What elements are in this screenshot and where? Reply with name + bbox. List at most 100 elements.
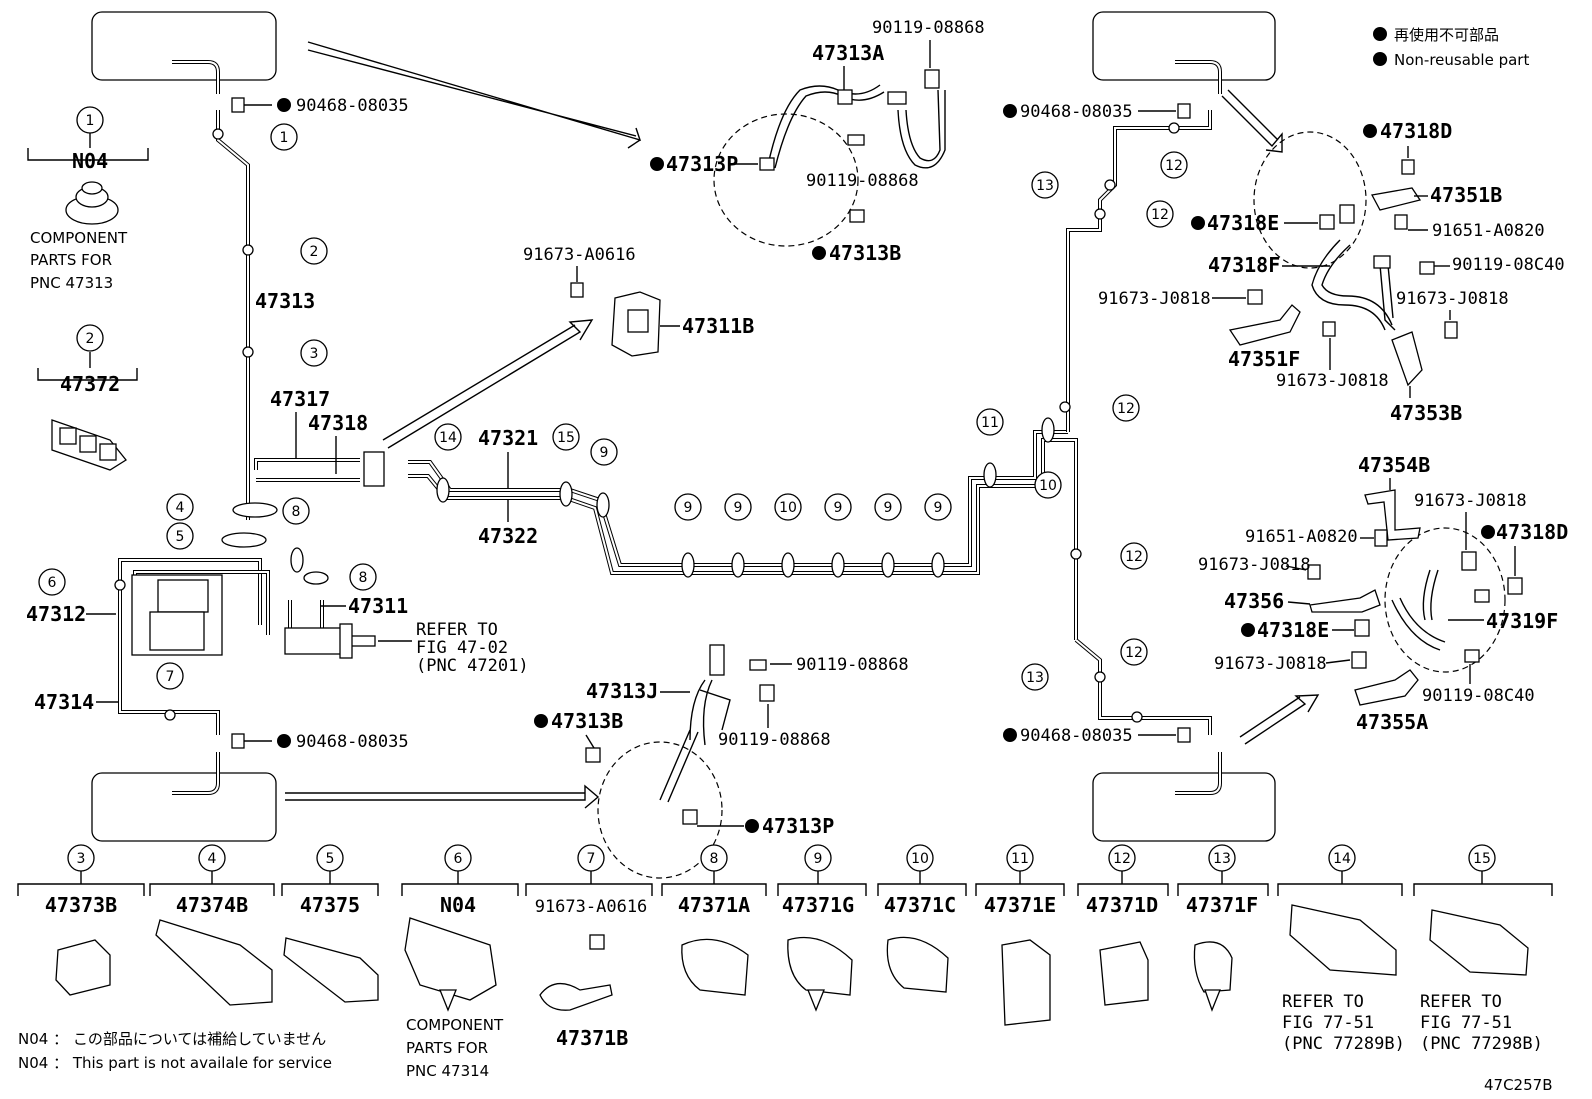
callout-12-24-number: 12 (1151, 207, 1169, 223)
label-90119-d: 90119-08868 (718, 730, 831, 750)
label-91673-J0818-rb-c: 91673-J0818 (1214, 654, 1327, 674)
bottom-callout-14-number: 14 (1333, 851, 1351, 867)
label-47354B: 47354B (1358, 453, 1430, 477)
bottom-callout-5-number: 5 (326, 851, 335, 867)
callout-5-6-number: 5 (176, 529, 185, 545)
legend-ja: 再使用不可部品 (1394, 26, 1499, 44)
label-47355A: 47355A (1356, 710, 1428, 734)
callout-9-13-number: 9 (600, 445, 609, 461)
label-47318F: 47318F (1208, 253, 1280, 277)
non-reusable-dot-icon (1003, 104, 1017, 118)
bottom-callout-9-number: 9 (814, 851, 823, 867)
labels: N04 COMPONENT PARTS FOR PNC 47313 47372 … (18, 18, 1568, 1094)
label-47351B: 47351B (1430, 183, 1502, 207)
callout-12-25: 12 (1160, 151, 1188, 179)
label-n04-top: N04 (72, 149, 108, 173)
bottom-part-11: 47371E (984, 893, 1056, 917)
label-47312: 47312 (26, 602, 86, 626)
label-component-c: PNC 47313 (30, 274, 113, 292)
pointer-arrows (285, 41, 1320, 809)
callout-15-12: 15 (552, 423, 580, 451)
legend: 再使用不可部品 Non-reusable part (1373, 26, 1529, 69)
wheel-box-front-left (91, 11, 277, 94)
label-47318: 47318 (308, 411, 368, 435)
bottom-callout-4-number: 4 (208, 851, 217, 867)
callout-12-27-number: 12 (1125, 645, 1143, 661)
label-47313B-bottom: 47313B (551, 709, 623, 733)
callout-4-5-number: 4 (176, 500, 185, 516)
label-90468-tl: 90468-08035 (296, 96, 409, 116)
label-47319F: 47319F (1486, 609, 1558, 633)
label-component-47314-a: COMPONENT (406, 1016, 504, 1034)
detail-circles (597, 113, 1506, 879)
line-clamps (114, 122, 1180, 723)
bottom-callout-13: 13 (1208, 844, 1236, 872)
bottom-callout-8-number: 8 (710, 851, 719, 867)
label-ref14-c: (PNC 77289B) (1282, 1034, 1405, 1054)
callout-8-10: 8 (349, 563, 377, 591)
bottom-part-8: 47371A (678, 893, 750, 917)
note-n04-en: N04 ： This part is not availale for serv… (18, 1054, 332, 1072)
label-ref14-b: FIG 77-51 (1282, 1013, 1374, 1033)
label-47311: 47311 (348, 594, 408, 618)
non-reusable-dot-icon (650, 157, 664, 171)
bottom-part-5: 47375 (300, 893, 360, 917)
bottom-part-9: 47371G (782, 893, 854, 917)
brake-line-front-right (1066, 110, 1212, 432)
bottom-part-13: 47371F (1186, 893, 1258, 917)
brake-line-rear-right (1074, 638, 1212, 735)
non-reusable-dot-icon (1373, 27, 1387, 41)
callout-13-23: 13 (1031, 171, 1059, 199)
union-fitting (363, 451, 385, 487)
grommet-n04-picture (65, 181, 119, 225)
assembly-right-top (1228, 159, 1458, 387)
label-91673-A0616-top: 91673-A0616 (523, 245, 636, 265)
non-reusable-dot-icon (1003, 728, 1017, 742)
bottom-row-pictures (55, 904, 1529, 1026)
wheel-box-rear-left (91, 752, 277, 842)
bottom-callout-3: 3 (67, 844, 95, 872)
label-47313: 47313 (255, 289, 315, 313)
callout-4-5: 4 (166, 493, 194, 521)
label-47371B: 47371B (556, 1026, 628, 1050)
label-ref15-a: REFER TO (1420, 992, 1502, 1012)
label-47313P-bottom: 47313P (762, 814, 834, 838)
bottom-part-7: 91673-A0616 (535, 897, 648, 917)
assembly-right-bottom (1307, 489, 1523, 706)
label-refer-c: (PNC 47201) (416, 656, 529, 676)
callout-9-19: 9 (924, 493, 952, 521)
label-90468-tr: 90468-08035 (1020, 102, 1133, 122)
non-reusable-dot-icon (1241, 623, 1255, 637)
bottom-item-8: 8 47371A (661, 844, 767, 917)
bottom-item-14: 14 (1277, 844, 1403, 896)
bottom-callout-8: 8 (700, 844, 728, 872)
callout-9-15-number: 9 (734, 500, 743, 516)
bottom-callout-13-number: 13 (1213, 851, 1231, 867)
label-component-b: PARTS FOR (30, 251, 112, 269)
label-47353B: 47353B (1390, 401, 1462, 425)
label-90468-br: 90468-08035 (1020, 726, 1133, 746)
callout-15-12-number: 15 (557, 430, 575, 446)
non-reusable-dot-icon (277, 734, 291, 748)
callout-9-17: 9 (824, 493, 852, 521)
callout-12-24: 12 (1146, 200, 1174, 228)
bottom-callout-6-number: 6 (454, 851, 463, 867)
bottom-callout-12-number: 12 (1113, 851, 1131, 867)
label-90119-08C40-top: 90119-08C40 (1452, 255, 1565, 275)
wheel-box-rear-right (1092, 752, 1276, 842)
label-47313P-top: 47313P (666, 152, 738, 176)
legend-en: Non-reusable part (1394, 51, 1529, 69)
callout-7-8: 7 (156, 662, 184, 690)
callout-2-2-number: 2 (86, 331, 95, 347)
label-47322: 47322 (478, 524, 538, 548)
bottom-part-3: 47373B (45, 893, 117, 917)
callout-2-2: 2 (76, 324, 104, 352)
callout-11-20-number: 11 (981, 415, 999, 431)
non-reusable-dot-icon (1363, 124, 1377, 138)
label-91651-rb: 91651-A0820 (1245, 527, 1358, 547)
callout-9-18: 9 (874, 493, 902, 521)
